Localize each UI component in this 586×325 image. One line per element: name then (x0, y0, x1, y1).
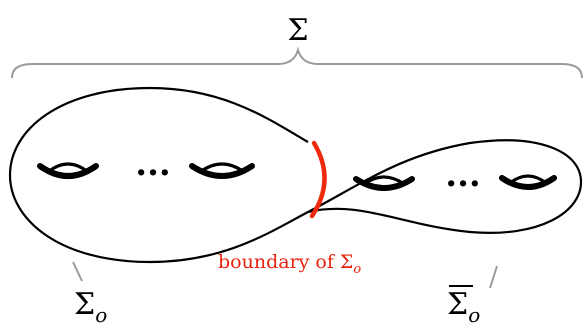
left-dots: ··· (135, 153, 171, 193)
sigma-bar-sub: o (468, 303, 480, 325)
sigma-o-leader (72, 261, 83, 282)
sigma-bar-leader (489, 265, 498, 289)
right-handle-1 (353, 175, 415, 191)
sigma-o-sub: o (95, 303, 107, 325)
sigma-label: Σ (287, 13, 308, 48)
right-dots: ··· (445, 164, 481, 204)
surface-outline (8, 86, 583, 264)
left-handle-1 (37, 162, 99, 179)
boundary-label-text: boundary of Σ (218, 251, 353, 273)
left-handle-2 (189, 162, 255, 179)
top-brace (11, 46, 583, 79)
boundary-label-sub: o (353, 262, 361, 277)
boundary-curve (309, 140, 327, 219)
boundary-label: boundary of Σo (218, 251, 361, 277)
sigma-o-label: Σo (74, 287, 107, 325)
sigma-bar-text: Σ (447, 287, 468, 322)
sigma-o-text: Σ (74, 287, 95, 322)
right-handle-2 (499, 174, 557, 190)
sigma-bar-label: Σo (447, 287, 480, 325)
